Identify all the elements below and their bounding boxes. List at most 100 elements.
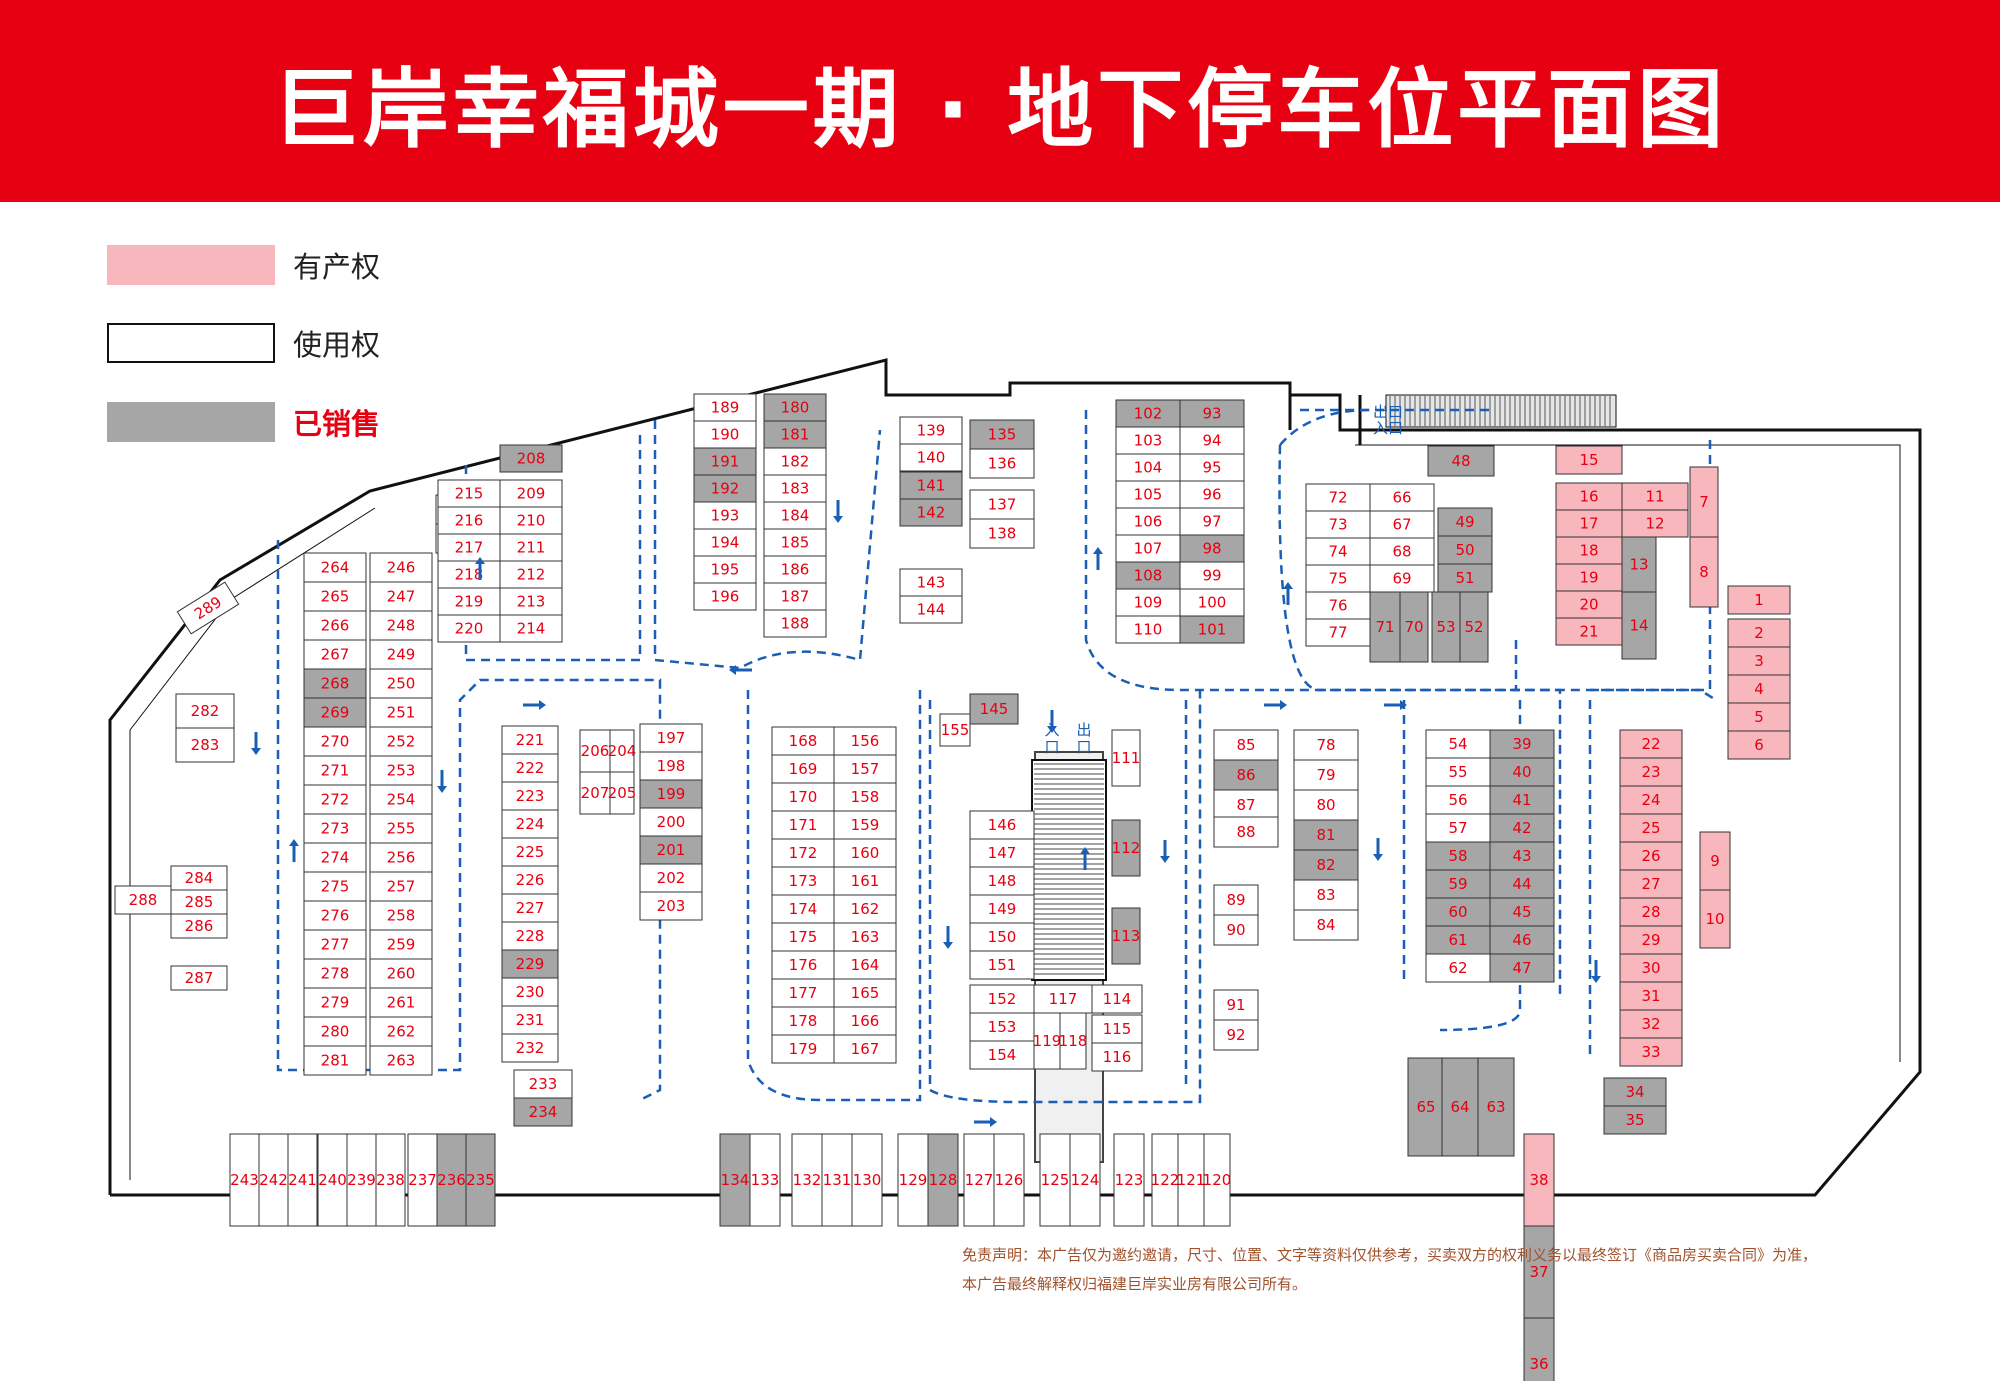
parking-slot[interactable]	[771, 754, 835, 784]
parking-slot[interactable]	[1441, 1057, 1479, 1157]
parking-slot[interactable]	[763, 474, 827, 503]
parking-slot[interactable]	[1437, 535, 1493, 565]
parking-slot[interactable]	[771, 1034, 835, 1064]
parking-slot[interactable]	[1689, 536, 1719, 608]
parking-slot[interactable]	[927, 1133, 959, 1227]
parking-slot[interactable]	[369, 552, 433, 583]
parking-slot[interactable]	[1727, 585, 1791, 615]
parking-slot[interactable]	[1619, 925, 1683, 955]
parking-slot[interactable]	[969, 1012, 1035, 1042]
parking-slot[interactable]	[1115, 480, 1181, 509]
parking-slot[interactable]	[1555, 536, 1623, 565]
parking-slot[interactable]	[501, 921, 559, 951]
parking-slot[interactable]	[1369, 537, 1435, 566]
parking-slot[interactable]	[437, 614, 501, 643]
parking-slot[interactable]	[303, 871, 367, 902]
parking-slot[interactable]	[1425, 953, 1491, 983]
parking-slot[interactable]	[579, 729, 611, 773]
parking-slot[interactable]	[303, 958, 367, 989]
parking-slot[interactable]	[501, 809, 559, 839]
parking-slot[interactable]	[437, 587, 501, 616]
parking-slot[interactable]	[170, 865, 228, 891]
parking-slot[interactable]	[303, 755, 367, 786]
parking-slot[interactable]	[1555, 445, 1623, 475]
parking-slot[interactable]	[175, 727, 235, 763]
parking-slot[interactable]	[963, 1133, 995, 1227]
parking-slot[interactable]	[501, 753, 559, 783]
parking-slot[interactable]	[287, 1133, 318, 1227]
parking-slot[interactable]	[1489, 813, 1555, 843]
parking-slot[interactable]	[763, 609, 827, 638]
parking-slot[interactable]	[465, 1133, 496, 1227]
parking-slot[interactable]	[899, 595, 963, 624]
parking-slot[interactable]	[969, 1040, 1035, 1070]
parking-slot[interactable]	[969, 518, 1035, 549]
parking-slot[interactable]	[501, 781, 559, 811]
parking-slot[interactable]	[1213, 914, 1259, 946]
parking-slot[interactable]	[437, 506, 501, 535]
parking-slot[interactable]	[501, 1033, 559, 1063]
parking-slot[interactable]	[763, 501, 827, 530]
parking-slot[interactable]	[303, 639, 367, 670]
parking-slot[interactable]	[1699, 831, 1731, 891]
parking-slot[interactable]	[969, 419, 1035, 450]
parking-slot[interactable]	[1111, 819, 1141, 877]
parking-slot[interactable]	[437, 479, 501, 508]
parking-slot[interactable]	[1399, 591, 1429, 663]
parking-slot[interactable]	[771, 866, 835, 896]
parking-slot[interactable]	[175, 693, 235, 729]
parking-slot[interactable]	[1407, 1057, 1445, 1157]
parking-slot[interactable]	[851, 1133, 883, 1227]
parking-slot[interactable]	[1619, 729, 1683, 759]
parking-slot[interactable]	[639, 751, 703, 781]
parking-slot[interactable]	[749, 1133, 781, 1227]
parking-slot[interactable]	[437, 533, 501, 562]
parking-slot[interactable]	[1033, 1012, 1061, 1070]
parking-slot[interactable]	[437, 560, 501, 589]
parking-slot[interactable]	[1619, 897, 1683, 927]
parking-slot[interactable]	[513, 1069, 573, 1099]
parking-slot[interactable]	[369, 987, 433, 1018]
parking-slot[interactable]	[1555, 617, 1623, 646]
parking-slot[interactable]	[369, 1045, 433, 1076]
parking-slot[interactable]	[369, 958, 433, 989]
parking-slot[interactable]	[303, 813, 367, 844]
parking-slot[interactable]	[899, 568, 963, 597]
parking-slot[interactable]	[763, 420, 827, 449]
parking-slot[interactable]	[303, 900, 367, 931]
parking-slot[interactable]	[609, 729, 635, 773]
parking-slot[interactable]	[639, 723, 703, 753]
parking-slot[interactable]	[693, 582, 757, 611]
parking-slot[interactable]	[1555, 590, 1623, 619]
parking-slot[interactable]	[969, 838, 1035, 868]
parking-slot[interactable]	[499, 560, 563, 589]
parking-slot[interactable]	[1369, 483, 1435, 512]
parking-slot[interactable]	[1619, 1009, 1683, 1039]
parking-slot[interactable]	[1305, 618, 1371, 647]
parking-slot[interactable]	[1033, 984, 1093, 1014]
parking-slot[interactable]	[1115, 453, 1181, 482]
parking-slot[interactable]	[1213, 729, 1279, 761]
parking-slot[interactable]	[1179, 561, 1245, 590]
parking-slot[interactable]	[369, 842, 433, 873]
parking-slot[interactable]	[763, 582, 827, 611]
parking-slot[interactable]	[303, 726, 367, 757]
parking-slot[interactable]	[1727, 674, 1791, 704]
parking-slot[interactable]	[1523, 1317, 1555, 1381]
parking-slot[interactable]	[499, 444, 563, 473]
parking-slot[interactable]	[693, 555, 757, 584]
parking-slot[interactable]	[1727, 618, 1791, 648]
parking-slot[interactable]	[258, 1133, 289, 1227]
parking-slot[interactable]	[609, 771, 635, 815]
parking-slot[interactable]	[693, 528, 757, 557]
parking-slot[interactable]	[369, 813, 433, 844]
parking-slot[interactable]	[1437, 507, 1493, 537]
parking-slot[interactable]	[1489, 953, 1555, 983]
parking-slot[interactable]	[1727, 730, 1791, 760]
parking-slot[interactable]	[833, 922, 897, 952]
parking-slot[interactable]	[969, 866, 1035, 896]
parking-slot[interactable]	[833, 726, 897, 756]
parking-slot[interactable]	[693, 420, 757, 449]
parking-slot[interactable]	[1523, 1225, 1555, 1319]
parking-slot[interactable]	[821, 1133, 853, 1227]
